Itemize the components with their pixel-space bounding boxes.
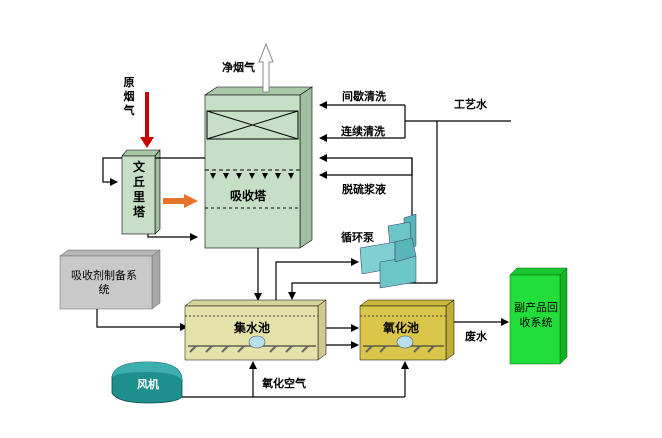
byproduct-recovery-box	[509, 267, 568, 365]
raw-gas-arrow	[140, 92, 154, 148]
wastewater-label: 废水	[465, 330, 487, 343]
collection-tank-label: 集水池	[234, 321, 271, 335]
process-water-label: 工艺水	[454, 98, 487, 111]
oxidation-tank	[359, 299, 455, 361]
oxidation-air-lines	[182, 361, 409, 398]
oxidation-air-label: 氧化空气	[262, 377, 306, 390]
venturi-label: 文丘里塔	[132, 160, 145, 219]
venturi-tower	[121, 149, 161, 235]
venturi-to-absorber-arrow	[163, 194, 198, 208]
absorbent-prep-box	[59, 249, 161, 310]
continuous-wash-label: 连续清洗	[341, 125, 385, 138]
venturi-bottom-line	[147, 233, 198, 241]
absorbent-prep-label: 吸收剂制备系统	[71, 269, 137, 296]
venturi-recycle-line	[102, 157, 122, 186]
spray-nozzles	[210, 173, 294, 179]
raw-gas-label: 原烟气	[123, 76, 135, 117]
absorber-to-pump-line	[275, 258, 359, 300]
blower-label: 风机	[137, 378, 159, 391]
blower	[111, 361, 183, 404]
prep-to-tank-line	[96, 309, 188, 331]
collection-tank	[184, 299, 327, 361]
slurry-label: 脱硫浆液	[342, 183, 386, 196]
byproduct-recovery-label: 副产品回收系统	[514, 301, 558, 329]
slurry-lines	[319, 154, 413, 218]
clean-gas-label: 净烟气	[222, 61, 255, 74]
intermittent-wash-label: 间歇清洗	[342, 90, 386, 103]
absorber-label: 吸收塔	[230, 189, 267, 203]
absorber-tower	[204, 86, 313, 249]
oxidation-tank-label: 氧化池	[383, 321, 420, 335]
clean-gas-arrow	[258, 42, 274, 93]
pump-label: 循环泵	[341, 231, 374, 244]
circulation-pump	[359, 213, 417, 289]
